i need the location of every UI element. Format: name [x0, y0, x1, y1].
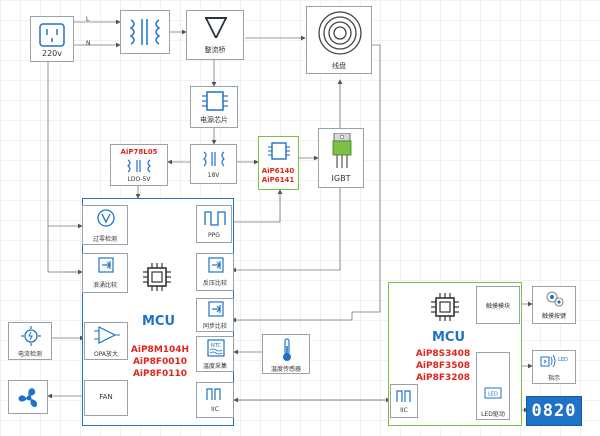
rectifier-box: 整流桥: [186, 10, 244, 60]
led-indicator-icon: LED: [540, 354, 568, 368]
led-chip-icon: LED: [484, 387, 502, 399]
v18-box: 18V: [190, 144, 237, 184]
display-box: 0820: [526, 396, 582, 426]
rectifier-label: 整流桥: [204, 46, 226, 54]
coil-box: 线盘: [306, 6, 372, 74]
right-mcu-label: MCU: [432, 330, 466, 345]
iic-left-label: IIC: [211, 406, 219, 413]
touch-icon: [546, 291, 564, 307]
main-mcu-part-2: AiP8F0010: [132, 357, 188, 367]
ppg-box: PPG: [196, 205, 232, 243]
power-plug-box: 220v: [30, 16, 74, 62]
driver-part-2: AiP6141: [261, 176, 295, 184]
plug-icon: [39, 23, 65, 47]
ppg-label: PPG: [208, 232, 220, 239]
current-detect-label: 电流检测: [17, 351, 42, 358]
reverse-compare-label: 反压比较: [202, 280, 227, 287]
rectifier-icon: [205, 17, 227, 38]
igbt-label: IGBT: [331, 174, 351, 183]
compare-icon: [98, 257, 114, 273]
igbt-icon: [332, 133, 352, 168]
regulator-icon: [127, 159, 151, 173]
main-mcu-part-1: AiP8M104H: [130, 345, 190, 355]
main-mcu-part-3: AiP8F0110: [132, 369, 188, 379]
transformer-l-label: L: [86, 16, 90, 23]
temp-sample-box: NTC 温度采集: [196, 336, 234, 372]
main-mcu-label: MCU: [142, 314, 176, 329]
indicator-led-text: LED: [558, 357, 568, 363]
power-plug-label: 220v: [41, 49, 62, 58]
coil-label: 线盘: [332, 62, 346, 70]
touch-key-label: 触摸按键: [541, 313, 566, 320]
temp-sensor-box: 温度传感器: [262, 334, 310, 374]
indicator-box: LED 指示: [532, 350, 576, 384]
power-chip-box: 电源芯片: [190, 86, 238, 128]
fan-icon: [18, 388, 38, 408]
transformer-icon: [129, 19, 161, 45]
transformer-n-label: N: [86, 40, 91, 47]
power-chip-label: 电源芯片: [200, 116, 228, 124]
voltmeter-icon: [97, 209, 115, 227]
temp-sample-label: 温度采集: [202, 363, 227, 370]
surge-compare-box: 浪涌比较: [82, 253, 128, 293]
reverse-compare-icon: [208, 257, 224, 273]
iic-right-label: IIC: [400, 407, 408, 414]
touch-key-box: 触摸按键: [532, 286, 576, 324]
chip-icon: [202, 91, 228, 111]
zero-detect-label: 过零检测: [92, 236, 117, 243]
transformer-small-icon: [203, 151, 225, 167]
zero-detect-box: 过零检测: [82, 205, 128, 245]
right-mcu-chip-icon: [431, 293, 459, 321]
svg-text:NTC: NTC: [211, 343, 222, 349]
pulse-icon: [204, 211, 226, 226]
thermometer-icon: [283, 338, 291, 361]
iic-left-icon: [206, 388, 221, 400]
opa-box: OPA放大: [84, 322, 128, 360]
fan-label: FAN: [99, 393, 113, 401]
coil-icon: [318, 11, 362, 55]
driver-part-1: AiP6140: [261, 167, 295, 175]
ldo-box: AiP78L05 LDO-5V: [110, 144, 168, 186]
right-mcu-part-3: AiP8F3208: [415, 373, 471, 383]
ldo-label: LDO-5V: [127, 176, 151, 183]
current-detect-box: 电流检测: [8, 322, 52, 360]
v18-label: 18V: [207, 172, 220, 179]
led-chip-text: LED: [488, 392, 498, 398]
driver-chip-icon: [268, 142, 290, 160]
fan-icon-box: [8, 380, 48, 414]
sync-compare-icon: [208, 301, 224, 317]
sync-compare-box: 同步比较: [196, 298, 234, 332]
led-drive-label: LED驱动: [481, 411, 505, 418]
right-mcu-part-1: AiP8S3408: [415, 349, 471, 359]
main-mcu-chip-icon: [143, 263, 171, 291]
opa-label: OPA放大: [93, 351, 119, 358]
igbt-box: IGBT: [318, 128, 364, 188]
iic-left-box: IIC: [196, 382, 234, 418]
display-digits: 0820: [531, 401, 577, 421]
led-drive-box: LED LED驱动: [476, 352, 510, 420]
ntc-icon: NTC: [207, 339, 225, 357]
indicator-label: 指示: [547, 375, 560, 382]
fan-box: FAN: [84, 380, 128, 416]
driver-box: AiP6140 AiP6141: [258, 136, 299, 190]
iic-right-box: IIC: [390, 384, 418, 418]
reverse-compare-box: 反压比较: [196, 253, 234, 291]
sync-compare-label: 同步比较: [202, 323, 227, 330]
touch-module-label: 触摸模块: [485, 303, 510, 310]
transformer-box: [120, 10, 170, 54]
surge-compare-label: 浪涌比较: [92, 282, 117, 289]
opamp-icon: [94, 326, 120, 344]
current-icon: [21, 326, 41, 346]
right-mcu-part-2: AiP8F3508: [415, 361, 471, 371]
iic-right-icon: [396, 390, 411, 402]
touch-module-box: 触摸模块: [476, 286, 520, 324]
ldo-part-number: AiP78L05: [120, 148, 158, 156]
temp-sensor-label: 温度传感器: [270, 366, 301, 373]
